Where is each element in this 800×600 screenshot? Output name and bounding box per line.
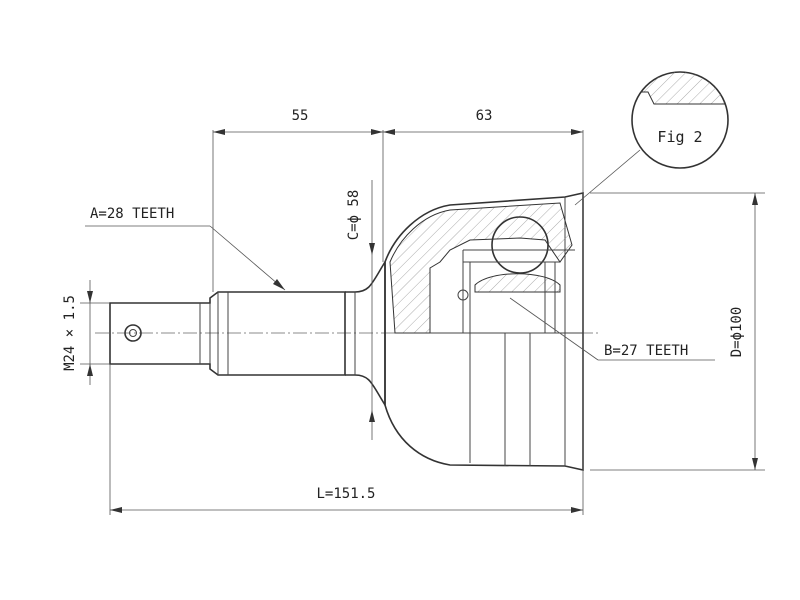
dim-top	[212, 129, 584, 292]
label-b: B=27 TEETH	[604, 343, 688, 359]
dim-m-label: M24 × 1.5	[62, 295, 78, 371]
dim-c	[369, 180, 375, 440]
dim-d-label: D=ϕ100	[729, 307, 745, 358]
dim-d	[590, 192, 765, 471]
label-a: A=28 TEETH	[90, 206, 174, 222]
fig-2-label: Fig 2	[657, 128, 702, 146]
dim-m	[80, 280, 110, 385]
fig-2-callout: Fig 2	[574, 71, 729, 206]
dim-55-label: 55	[292, 108, 309, 124]
dim-63-label: 63	[476, 108, 493, 124]
spline-shaft	[345, 259, 386, 408]
dim-c-label: C=ϕ 58	[346, 190, 362, 241]
label-b-leader	[509, 297, 599, 361]
dim-l	[109, 364, 584, 515]
dim-l-label: L=151.5	[316, 486, 375, 502]
label-a-leader	[209, 225, 286, 291]
bell-housing	[384, 192, 584, 471]
threaded-stub	[109, 291, 346, 376]
inner-race-ball	[457, 216, 575, 333]
label-a-arrow	[273, 279, 285, 290]
